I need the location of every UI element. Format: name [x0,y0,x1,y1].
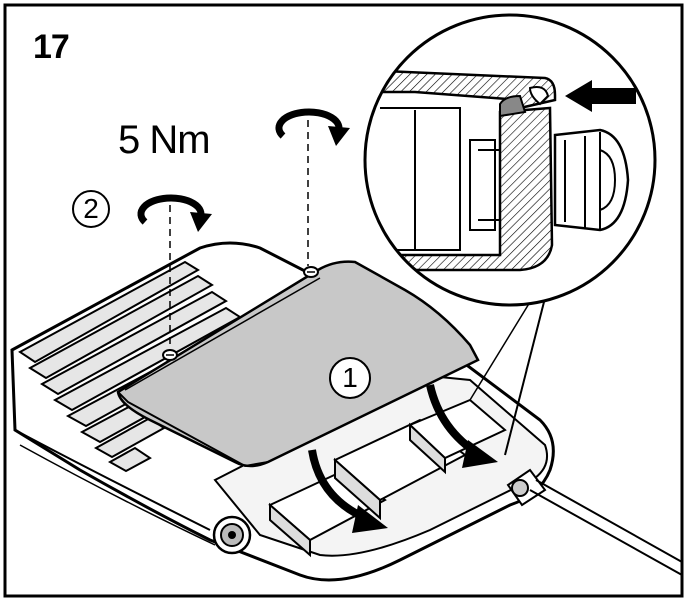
callout-line [469,301,531,401]
callout-line [504,297,546,456]
marker-1-label: 1 [342,362,358,393]
detail-magnifier [363,13,657,307]
step-number: 17 [33,28,70,66]
rotation-arrowhead [190,212,212,232]
illustration-border [3,3,684,598]
power-cable [529,479,683,576]
swing-down-arrow-icon [308,449,388,533]
mounting-knob [212,515,252,555]
screw-icon [303,266,319,278]
rotation-arrow-icon [275,108,343,139]
swing-down-arrow-icon [426,384,498,468]
marker-1-ring [329,357,371,399]
rotation-arrow-icon [137,194,205,225]
rotation-arrowhead [328,126,350,146]
screw-icon [162,349,178,361]
marker-2-label: 2 [83,193,99,224]
push-arrow-icon [565,80,636,112]
terminal-cover [116,260,480,468]
marker-2-ring [72,190,110,228]
torque-label: 5 Nm [118,118,211,162]
cable-gland-icon [506,468,547,507]
